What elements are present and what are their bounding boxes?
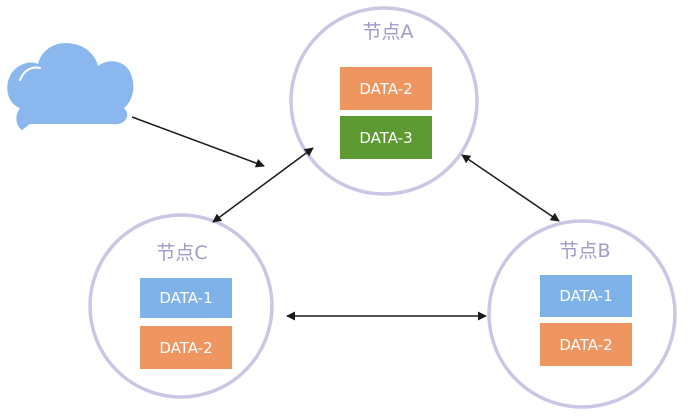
cloud-to-node-a-arrow: [131, 116, 265, 168]
node-c-data-block-label: DATA-2: [159, 339, 212, 357]
node-a-circle: [289, 6, 479, 196]
cloud-icon: [7, 42, 134, 130]
node-a-data-block: [340, 67, 432, 110]
node-a-data-block: [340, 116, 432, 159]
node-b-data-block-label: DATA-2: [559, 336, 612, 354]
node-c-data-block-label: DATA-1: [159, 289, 212, 307]
node-a-data-block-label: DATA-3: [359, 129, 412, 147]
node-a-title: 节点A: [363, 21, 414, 43]
node-b-title: 节点B: [559, 240, 610, 262]
node-c-title: 节点C: [156, 242, 207, 264]
node-c-data-block: [140, 326, 232, 369]
node-a-node-c-arrow: [212, 147, 314, 223]
node-a-node-b-arrow: [461, 154, 560, 222]
node-b-data-block-label: DATA-1: [559, 287, 612, 305]
node-c-circle: [88, 213, 274, 399]
node-a-data-block-label: DATA-2: [359, 80, 412, 98]
node-b-data-block: [540, 275, 632, 317]
node-b-circle: [487, 219, 677, 409]
node-c-data-block: [140, 278, 232, 318]
node-b-data-block: [540, 323, 632, 366]
